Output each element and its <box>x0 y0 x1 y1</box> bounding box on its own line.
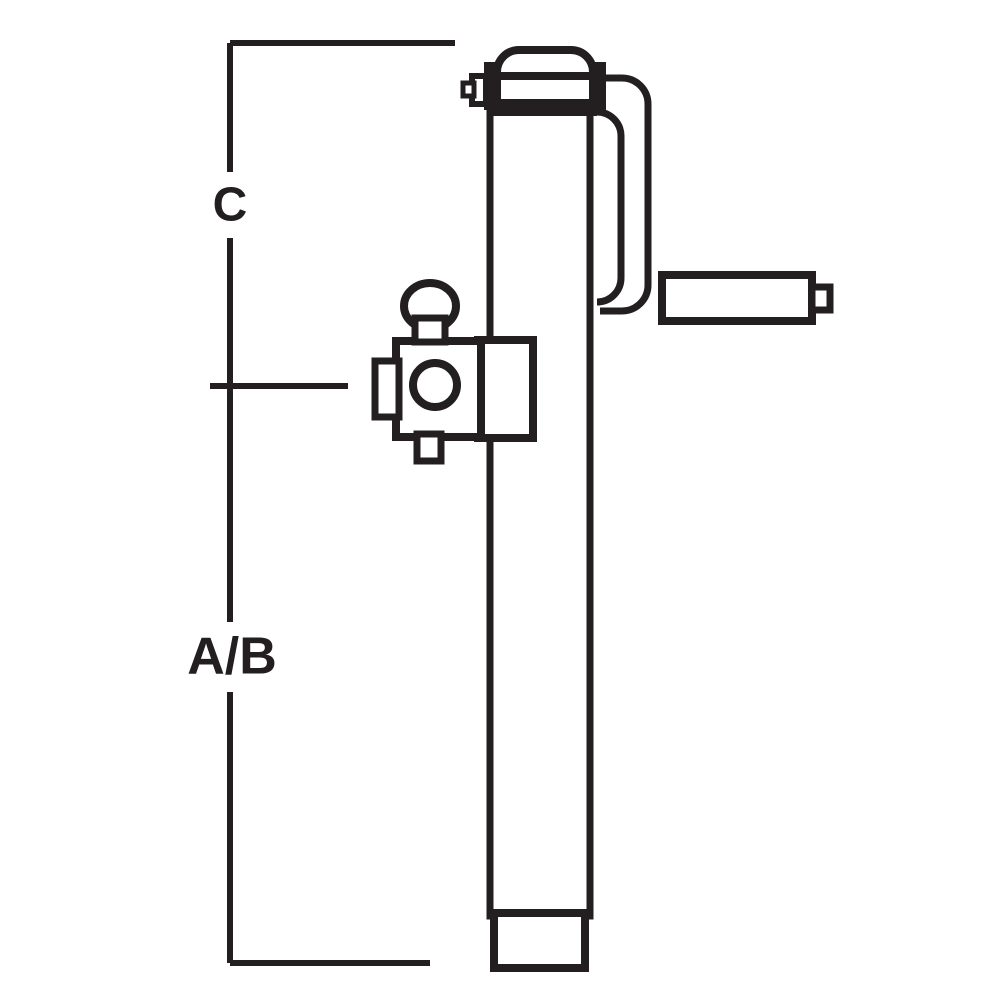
mount-bracket-right-box <box>474 336 537 442</box>
crank-arm-inner-edge <box>596 108 625 306</box>
crank-handle-grip <box>658 271 816 325</box>
housing-cap-bottom-lip <box>490 104 600 112</box>
bracket-side-tab-body <box>371 357 403 421</box>
bracket-side-tab <box>371 357 403 421</box>
handle-grip-body <box>658 271 816 325</box>
outer-tube-body <box>486 106 594 920</box>
label-mask-ab <box>170 622 300 692</box>
label-mask-c <box>196 172 268 238</box>
housing-cap-band-lower <box>484 99 606 106</box>
dimension-label-ab: A/B <box>187 628 277 686</box>
outer-tube <box>486 106 594 920</box>
crank-handle-end-cap <box>808 283 834 314</box>
pull-pin-ring <box>400 279 460 346</box>
top-housing-cap <box>484 46 606 116</box>
housing-side-bolt <box>460 73 489 107</box>
housing-cap-band-upper <box>484 72 606 80</box>
inner-tube-foot <box>490 909 589 972</box>
crank-arm-outer-edge <box>600 74 652 315</box>
crank-arm <box>596 74 652 315</box>
bracket-right-box-body <box>474 336 537 442</box>
foot-plate <box>490 909 589 972</box>
pull-pin-stem <box>411 314 449 346</box>
side-bolt-head <box>460 80 477 99</box>
bracket-bottom-tab-body <box>413 430 445 465</box>
dimension-label-c: C <box>213 179 248 232</box>
handle-end-cap-body <box>808 283 834 314</box>
bracket-bottom-tab <box>413 430 445 465</box>
bracket-bolt-hole <box>409 359 461 411</box>
